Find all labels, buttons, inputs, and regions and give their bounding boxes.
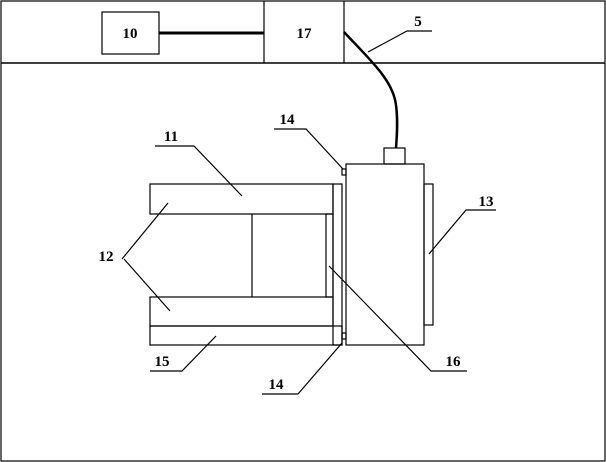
main-housing: [345, 163, 425, 346]
leader-16: [328, 265, 467, 372]
label-14-top: 14: [280, 112, 296, 128]
leader-5: [367, 30, 432, 53]
rail-15: [149, 325, 343, 346]
label-15: 15: [155, 354, 170, 370]
cable-5: [343, 31, 399, 149]
mounting-plate: [332, 183, 343, 346]
label-14-bottom: 14: [269, 377, 285, 393]
leader-12-upper: [121, 202, 169, 260]
lower-arm: [149, 296, 334, 327]
leader-13: [428, 209, 496, 255]
leader-12-lower: [123, 258, 171, 312]
upper-arm: [149, 183, 334, 215]
sensor-14-bottom: [341, 332, 347, 340]
label-12: 12: [99, 249, 114, 265]
top-connector: [383, 147, 406, 165]
label-17: 17: [297, 26, 313, 42]
plate-16: [325, 213, 334, 298]
label-5: 5: [414, 14, 422, 30]
label-13: 13: [479, 194, 494, 210]
label-16: 16: [446, 354, 462, 370]
label-11: 11: [164, 129, 178, 145]
leader-15: [150, 335, 217, 372]
label-10: 10: [123, 26, 138, 42]
sensor-14-top: [341, 168, 347, 176]
plate-13: [423, 183, 434, 326]
leader-14-bottom: [262, 342, 343, 395]
leader-11: [155, 145, 243, 197]
leader-14-top: [274, 128, 344, 170]
